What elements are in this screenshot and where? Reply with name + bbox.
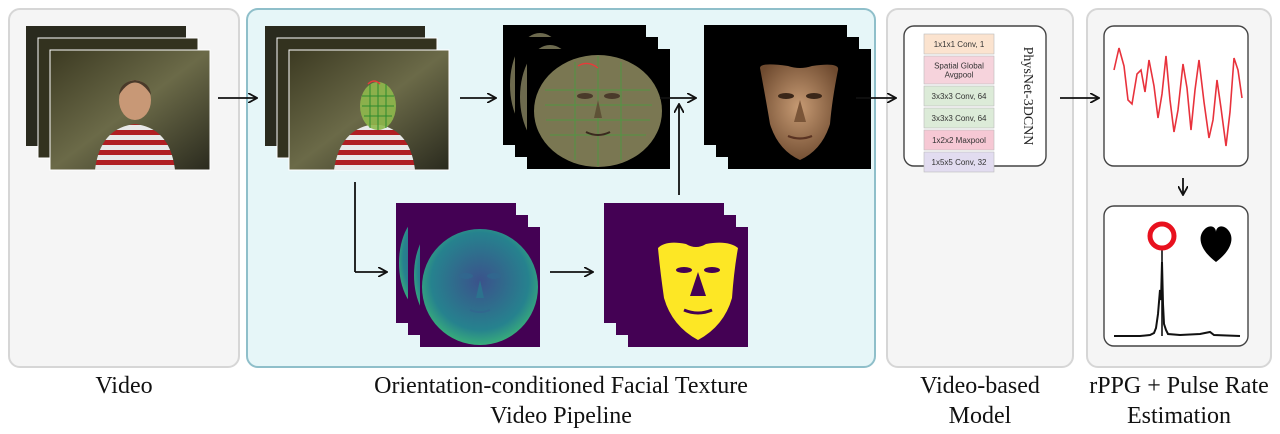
rppg-signal-box — [1103, 25, 1249, 167]
rppg-waveform — [1113, 47, 1243, 147]
model-layer-label: 1x5x5 Conv, 32 — [932, 158, 988, 167]
caption-model: Video-based Model — [886, 371, 1074, 431]
caption-model-line1: Video-based — [920, 373, 1040, 399]
model-layer-label: 1x2x2 Maxpool — [932, 136, 986, 145]
model-name: PhysNet-3DCNN — [1020, 47, 1035, 146]
pulse-rate-box — [1103, 205, 1249, 347]
model-layer-box — [923, 55, 995, 85]
uv-map-stack — [396, 203, 540, 347]
model-layer-label: 3x3x3 Conv, 64 — [932, 114, 988, 123]
video-frame-front — [49, 49, 211, 171]
model-layer-box — [923, 107, 995, 129]
model-layer-label: 1x1x1 Conv, 1 — [934, 40, 985, 49]
model-layer-box — [923, 85, 995, 107]
model-layer-label: 3x3x3 Conv, 64 — [932, 92, 988, 101]
caption-rppg-line1: rPPG + Pulse Rate — [1089, 373, 1269, 399]
peak-marker-circle — [1147, 221, 1177, 251]
caption-pipeline-line2: Video Pipeline — [490, 403, 632, 429]
texture-frame-stack — [503, 25, 670, 169]
caption-pipeline-line1: Orientation-conditioned Facial Texture — [374, 373, 748, 399]
caption-video: Video — [8, 371, 240, 401]
model-layer-box — [923, 33, 995, 55]
heart-icon — [1200, 226, 1232, 262]
mask-stack — [604, 203, 748, 347]
video-frame-stack — [26, 26, 211, 171]
masked-texture-stack — [704, 25, 871, 169]
model-layer-box — [923, 129, 995, 151]
caption-rppg-line2: Estimation — [1127, 403, 1231, 429]
caption-pipeline: Orientation-conditioned Facial Texture V… — [246, 371, 876, 431]
caption-video-text: Video — [95, 373, 153, 399]
model-layer-box — [923, 151, 995, 173]
caption-model-line2: Model — [948, 403, 1012, 429]
caption-rppg: rPPG + Pulse Rate Estimation — [1076, 371, 1280, 431]
mesh-frame-stack — [265, 26, 450, 171]
